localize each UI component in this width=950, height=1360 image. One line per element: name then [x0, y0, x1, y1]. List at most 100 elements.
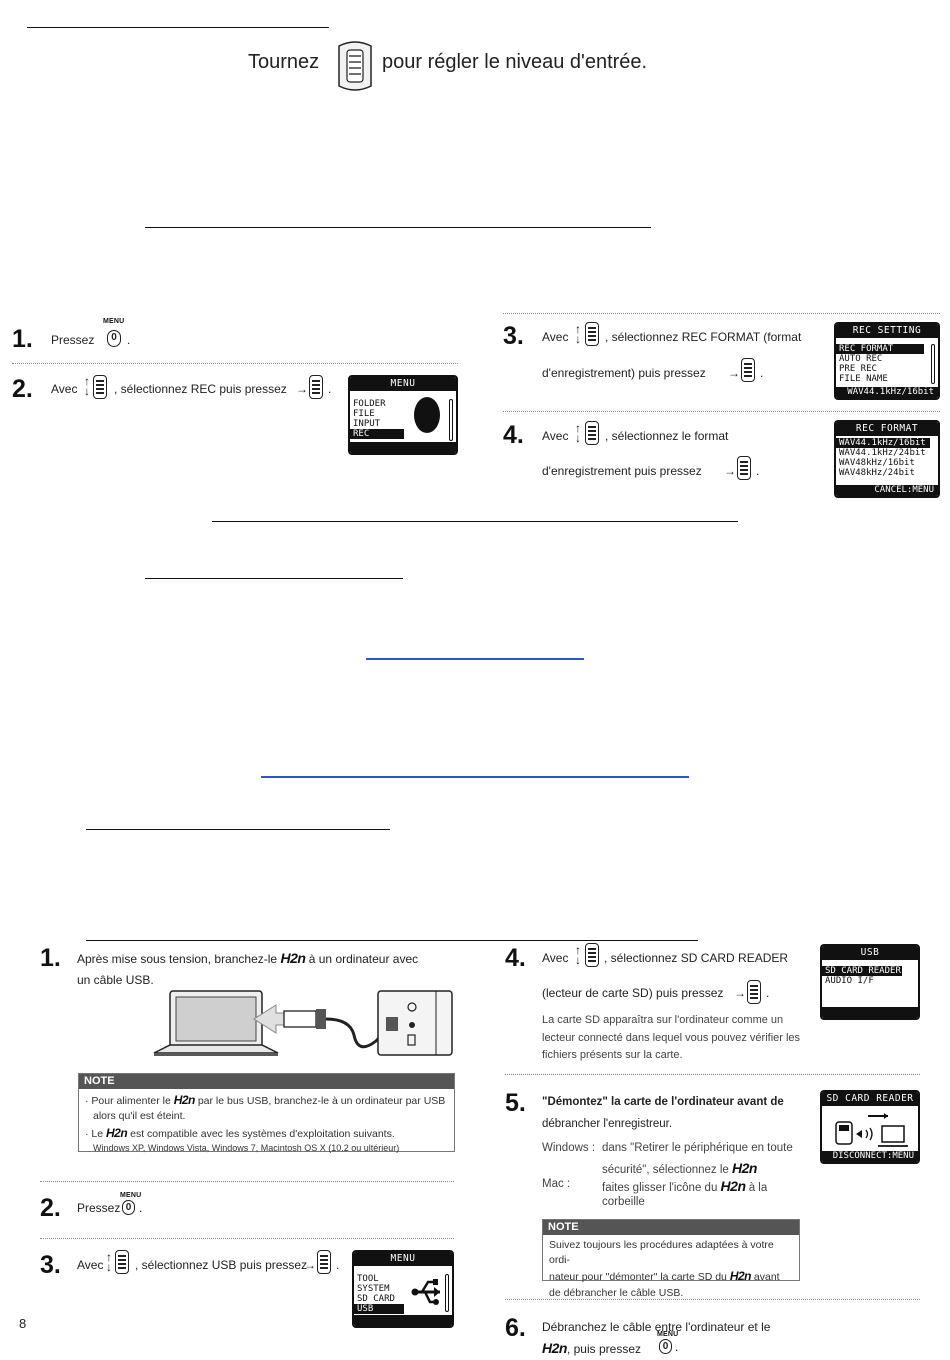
lcd-footer: CANCEL:MENU — [836, 485, 938, 496]
link-underline — [366, 658, 584, 660]
play-wheel-icon — [741, 358, 755, 382]
note-box: NOTE Suivez toujours les procédures adap… — [542, 1219, 800, 1299]
lcd-item: FOLDER — [353, 398, 386, 409]
step-number: 5. — [505, 1089, 526, 1117]
step-text: (lecteur de carte SD) puis pressez — [542, 986, 724, 1000]
scroll-arrow-icon: ↑↓ — [106, 1250, 112, 1274]
page-number: 8 — [19, 1316, 27, 1331]
step-text: Avec — [542, 330, 569, 344]
dotted-separator — [505, 1299, 920, 1300]
play-wheel-icon — [585, 421, 599, 445]
lcd-header: REC FORMAT — [836, 422, 938, 436]
play-wheel-icon — [737, 456, 751, 480]
lcd-footer: DISCONNECT:MENU — [822, 1151, 918, 1162]
lcd-item: FILE NAME — [839, 373, 888, 384]
menu-button-icon — [122, 1200, 135, 1215]
play-wheel-icon — [585, 322, 599, 346]
os-text: corbeille — [602, 1196, 645, 1208]
os-text: sécurité", sélectionnez le H2n — [602, 1160, 757, 1176]
dotted-separator — [40, 1181, 454, 1182]
lcd-item: TOOL — [357, 1273, 379, 1284]
menu-button-icon — [659, 1339, 672, 1354]
lcd-rec-format-screen: REC FORMAT WAV44.1kHz/16bit WAV44.1kHz/2… — [834, 420, 940, 498]
step-number: 3. — [503, 322, 524, 350]
os-label-mac: Mac : — [542, 1178, 571, 1190]
play-wheel-icon — [585, 943, 599, 967]
dotted-separator — [12, 363, 458, 364]
divider-line — [145, 578, 403, 579]
step-text: "Démontez" la carte de l'ordinateur avan… — [542, 1096, 784, 1108]
step-number: 4. — [503, 421, 524, 449]
link-underline — [261, 776, 689, 778]
step-number: 6. — [505, 1314, 526, 1342]
dotted-separator — [503, 411, 940, 412]
lcd-rec-setting-screen: REC SETTING REC FORMAT AUTO REC PRE REC … — [834, 322, 940, 400]
step-number: 1. — [40, 944, 61, 972]
note-header: NOTE — [543, 1220, 799, 1235]
step-text: , sélectionnez USB puis pressez — [135, 1258, 308, 1272]
menu-label: MENU — [103, 318, 125, 325]
lcd-item-selected: WAV44.1kHz/16bit — [836, 437, 930, 448]
tournez-text: Tournez — [248, 51, 320, 73]
dotted-separator — [503, 313, 940, 314]
lcd-header: REC SETTING — [836, 324, 938, 338]
step-text: Avec — [542, 429, 569, 443]
lcd-header: SD CARD READER — [822, 1092, 918, 1106]
step-text: un câble USB. — [77, 973, 154, 987]
step-text: Débranchez le câble entre l'ordinateur e… — [542, 1320, 771, 1334]
dotted-separator — [40, 1238, 454, 1239]
step-text: Pressez — [77, 1201, 121, 1215]
step-text: d'enregistrement puis pressez — [542, 464, 702, 478]
step-text: , sélectionnez le format — [605, 429, 729, 443]
os-text: faites glisser l'icône du H2n à la — [602, 1178, 768, 1194]
lcd-usb-screen: USB SD CARD READER AUDIO I/F — [820, 944, 920, 1020]
dotted-separator — [505, 1074, 920, 1075]
mic-gain-knob-icon — [333, 40, 377, 92]
divider-line — [86, 940, 698, 941]
lcd-item: SYSTEM — [357, 1283, 390, 1294]
step-description: La carte SD apparaîtra sur l'ordinateur … — [542, 1014, 801, 1062]
scroll-arrow-icon: ↑↓ — [575, 943, 581, 967]
step-text: débrancher l'enregistreur. — [542, 1118, 673, 1130]
lcd-item: AUTO REC — [839, 353, 883, 364]
step-text: Avec — [77, 1258, 104, 1272]
step-text: Avec — [51, 382, 78, 396]
divider-line — [212, 521, 738, 522]
step-text: H2n, puis pressez — [542, 1340, 641, 1356]
step-text: d'enregistrement) puis pressez — [542, 366, 706, 380]
tournez-text-end: pour régler le niveau d'entrée. — [382, 51, 648, 73]
lcd-menu-usb-screen: MENU TOOL SYSTEM SD CARD USB — [352, 1250, 454, 1328]
h2n-brand: H2n — [280, 950, 306, 966]
step-number: 2. — [40, 1194, 61, 1222]
lcd-item: FILE — [353, 408, 375, 419]
usb-symbol-icon — [410, 1274, 444, 1310]
lcd-header: MENU — [350, 377, 456, 391]
lcd-item-selected: REC FORMAT — [836, 343, 924, 354]
step-number: 3. — [40, 1251, 61, 1279]
card-reader-icon — [832, 1108, 912, 1152]
lcd-item: INPUT — [353, 418, 381, 429]
step-number: 1. — [12, 325, 33, 353]
lcd-item-selected: SD CARD READER — [822, 965, 902, 976]
lcd-item: WAV48kHz/24bit — [839, 467, 915, 478]
record-dot-icon — [414, 397, 440, 433]
lcd-item: WAV48kHz/16bit — [839, 457, 915, 468]
lcd-item-selected: USB — [354, 1303, 404, 1314]
step-text: Avec — [542, 951, 569, 965]
scroll-arrow-icon: ↑↓ — [84, 374, 90, 398]
os-text: dans "Retirer le périphérique en toute — [602, 1142, 793, 1154]
usb-connection-illustration — [150, 985, 456, 1063]
step-text: Après mise sous tension, branchez-le H2n… — [77, 950, 419, 966]
scroll-arrow-icon: ↑↓ — [575, 421, 581, 445]
lcd-item: PRE REC — [839, 363, 877, 374]
play-wheel-icon — [115, 1250, 129, 1274]
play-wheel-icon — [317, 1250, 331, 1274]
lcd-item-selected: REC — [350, 428, 404, 439]
lcd-item: WAV44.1kHz/24bit — [839, 447, 926, 458]
step-text: , sélectionnez REC puis pressez — [114, 382, 287, 396]
menu-label: MENU — [120, 1192, 142, 1199]
scroll-arrow-icon: ↑↓ — [575, 322, 581, 346]
step-text: , sélectionnez REC FORMAT (format — [605, 330, 802, 344]
lcd-menu-screen: MENU FOLDER FILE INPUT REC — [348, 375, 458, 455]
play-wheel-icon — [309, 375, 323, 399]
